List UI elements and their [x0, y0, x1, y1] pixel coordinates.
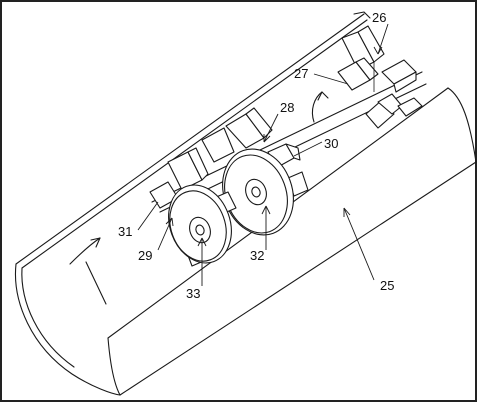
leader-lines [137, 23, 389, 286]
blade-cluster-upper [337, 25, 423, 129]
label-26: 26 [372, 10, 386, 25]
label-29: 29 [138, 248, 152, 263]
label-27: 27 [294, 66, 308, 81]
label-32: 32 [250, 248, 264, 263]
label-28: 28 [280, 100, 294, 115]
label-33: 33 [186, 286, 200, 301]
label-30: 30 [324, 136, 338, 151]
label-25: 25 [380, 278, 394, 293]
cutter-assembly-left [149, 147, 237, 267]
label-31: 31 [118, 224, 132, 239]
rotation-arrow-left [69, 237, 107, 305]
rotation-arrow-right [311, 91, 329, 123]
